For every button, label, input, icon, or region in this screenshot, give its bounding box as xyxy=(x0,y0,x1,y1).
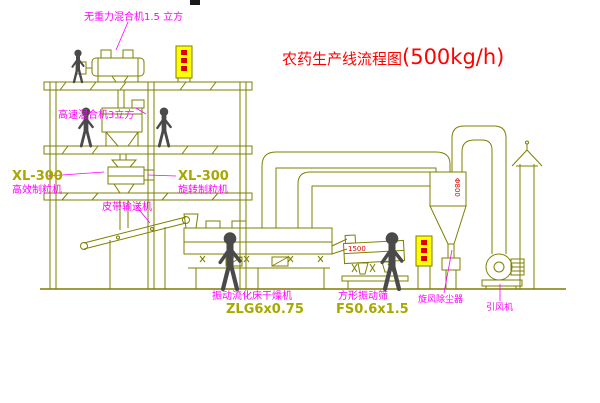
diagram-title: 农药生产线流程图(500kg/h) xyxy=(282,45,504,69)
ink-mark xyxy=(190,0,200,5)
exhaust-ducts xyxy=(261,125,507,254)
fluid-bed-dryer xyxy=(183,213,348,289)
zero-gravity-mixer xyxy=(75,49,145,83)
leader-lines xyxy=(47,21,501,301)
control-cabinet-roof xyxy=(175,45,193,82)
diagram-title-name: 农药生产线流程图 xyxy=(282,50,402,68)
label-dryer-model: ZLG6x0.75 xyxy=(226,302,304,317)
label-mixer-top: 无重力混合机1.5 立方 xyxy=(84,10,183,23)
diagram-title-capacity: (500kg/h) xyxy=(402,45,504,69)
worker-roof xyxy=(72,50,83,82)
exhaust-stack xyxy=(511,140,543,289)
label-dim-duct: Φ800 xyxy=(453,178,461,197)
label-granulator-left-model: XL-300 xyxy=(12,169,63,184)
label-dim-sieve: 1500 xyxy=(348,245,366,253)
label-dryer-name: 振动流化床干燥机 xyxy=(212,289,292,302)
worker-ground-left xyxy=(220,233,240,289)
worker-floor2-right xyxy=(157,108,170,146)
high-speed-mixer xyxy=(101,90,145,147)
control-cabinet-ground xyxy=(415,235,433,289)
label-mixer-high-speed: 高速混合机3立方 xyxy=(58,108,134,121)
label-belt-conveyor: 皮带输送机 xyxy=(102,200,152,213)
cyclone-separator xyxy=(429,171,467,289)
label-granulator-right-name: 旋转制粒机 xyxy=(178,183,228,196)
label-sieve-model: FS0.6x1.5 xyxy=(336,302,409,317)
belt-conveyor xyxy=(80,200,190,289)
granulator xyxy=(107,154,155,194)
building-structure xyxy=(43,81,253,289)
label-sieve-name: 方形振动筛 xyxy=(338,289,388,302)
label-granulator-left-name: 高效制粒机 xyxy=(12,183,62,196)
label-cyclone-name: 旋风除尘器 xyxy=(418,293,463,305)
label-granulator-right-model: XL-300 xyxy=(178,169,229,184)
induced-draft-fan xyxy=(481,253,525,289)
label-fan-name: 引风机 xyxy=(486,301,513,313)
